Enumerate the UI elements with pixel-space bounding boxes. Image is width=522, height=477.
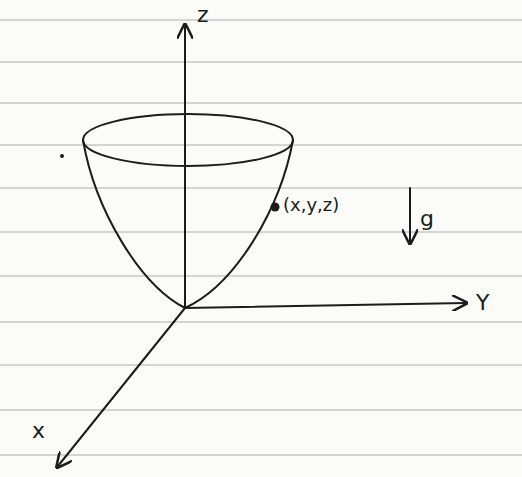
stray-dot [60, 154, 64, 158]
ruled-lines [0, 20, 522, 455]
y-axis [185, 303, 465, 308]
point-label: (x,y,z) [283, 196, 339, 214]
particle-dot [271, 203, 280, 212]
z-axis [184, 26, 186, 308]
gravity-arrow [409, 188, 411, 242]
axis-label: Y [476, 292, 489, 314]
rim-ellipse [83, 114, 293, 166]
x-axis [58, 308, 185, 466]
axis-label: z [197, 4, 209, 26]
paraboloid-surface [83, 140, 293, 308]
axis-label: x [32, 420, 45, 442]
gravity-label: g [420, 208, 434, 230]
